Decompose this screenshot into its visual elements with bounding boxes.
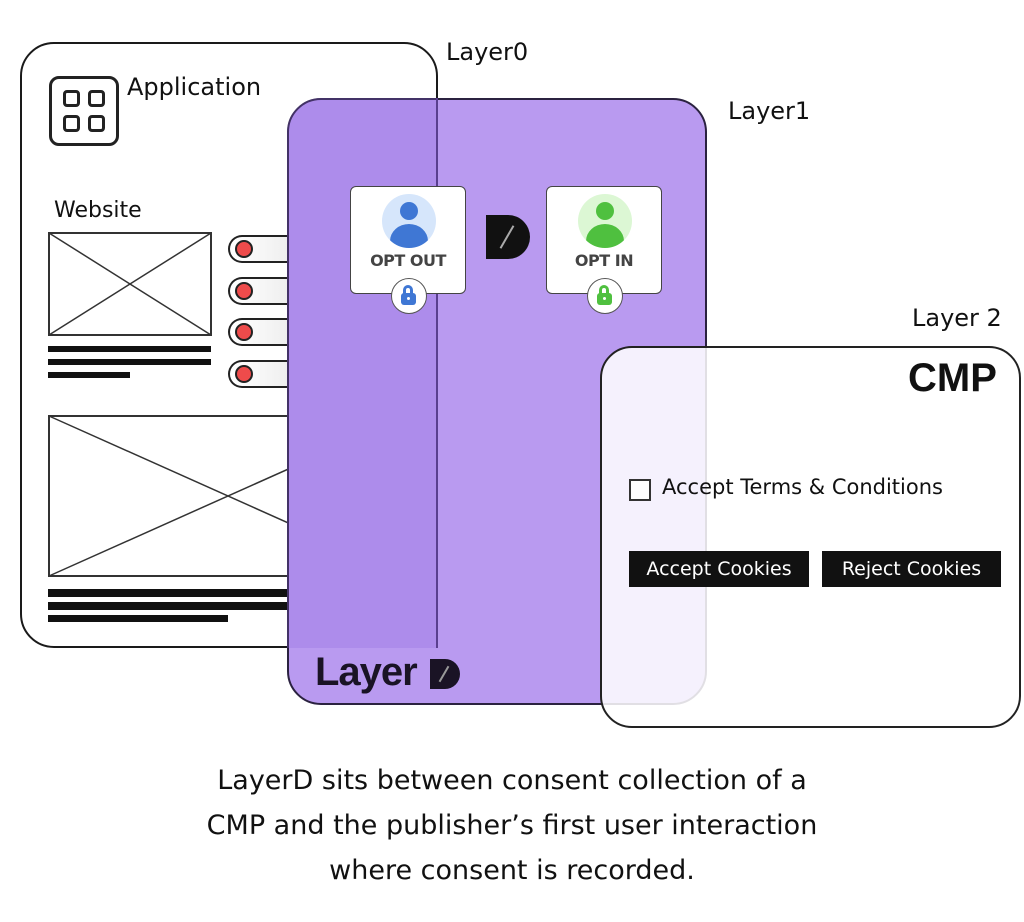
opt-in-card[interactable]: OPT IN [546, 186, 662, 294]
user-icon [382, 194, 436, 248]
toggle-off-dot-icon [235, 365, 253, 383]
caption: LayerD sits between consent collection o… [100, 758, 924, 893]
accept-terms-checkbox[interactable] [629, 479, 651, 501]
layer1-label: Layer1 [728, 97, 811, 125]
accept-cookies-button[interactable]: Accept Cookies [629, 551, 809, 587]
caption-line-3: where consent is recorded. [329, 855, 695, 886]
text-line [48, 346, 211, 352]
text-line [48, 359, 211, 365]
layerd-brand-d-icon [430, 659, 460, 689]
user-icon [578, 194, 632, 248]
layer-overlap-region [287, 98, 438, 648]
lock-icon [587, 278, 623, 314]
toggle-off-dot-icon [235, 240, 253, 258]
text-line [48, 615, 228, 622]
accept-terms-label: Accept Terms & Conditions [662, 475, 943, 499]
application-grid-icon [49, 76, 119, 146]
reject-cookies-button[interactable]: Reject Cookies [822, 551, 1001, 587]
layer0-edge-divider [436, 98, 438, 648]
opt-in-label: OPT IN [574, 251, 634, 270]
text-line [48, 589, 403, 597]
toggle-off-dot-icon [235, 282, 253, 300]
layer2-label: Layer 2 [912, 304, 1002, 332]
image-placeholder-1 [48, 232, 212, 336]
layerd-brand-text: Layer [315, 650, 418, 694]
opt-out-label: OPT OUT [370, 251, 446, 270]
text-line [48, 372, 130, 378]
text-line [48, 602, 403, 610]
application-title: Application [127, 73, 262, 101]
layerd-logo-icon [486, 215, 530, 259]
toggle-off-dot-icon [235, 323, 253, 341]
caption-line-2: CMP and the publisher’s first user inter… [206, 810, 818, 841]
caption-line-1: LayerD sits between consent collection o… [217, 765, 807, 796]
cmp-title: CMP [908, 356, 997, 400]
layer2-cmp-card [600, 346, 1021, 728]
website-label: Website [54, 198, 142, 223]
lock-icon [391, 278, 427, 314]
opt-out-card[interactable]: OPT OUT [350, 186, 466, 294]
layer0-label: Layer0 [446, 38, 529, 66]
